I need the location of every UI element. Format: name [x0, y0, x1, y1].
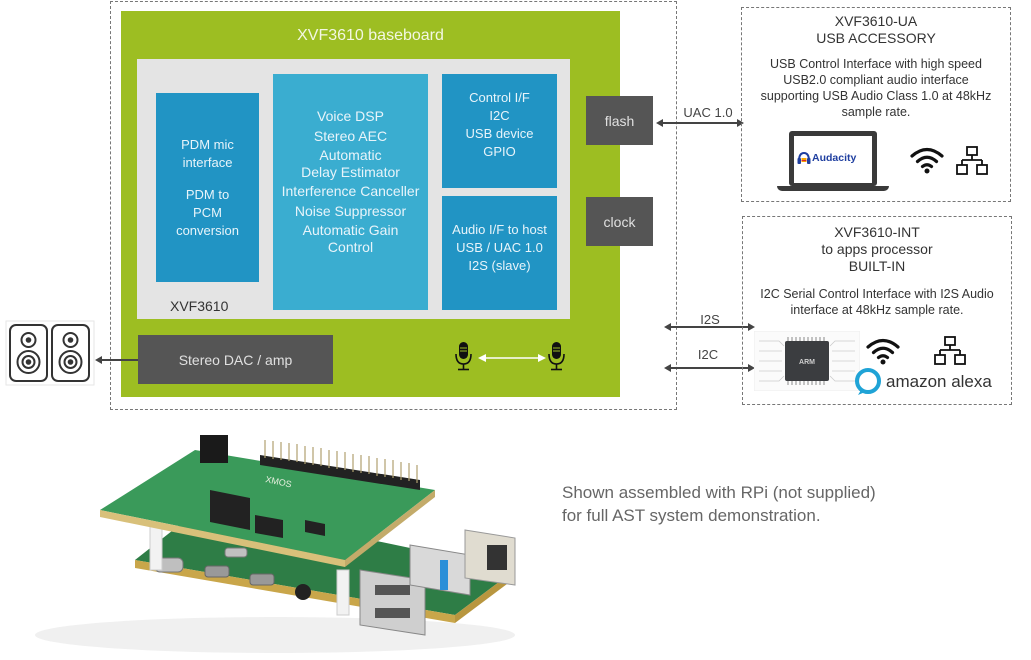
control-line: Control I/F [469, 90, 530, 105]
audacity-logo: Audacity [797, 152, 856, 164]
alexa-logo: amazon alexa [853, 367, 992, 397]
ua-desc-line: supporting USB Audio Class 1.0 at 48kHz [760, 89, 992, 103]
dsp-line: Automatic Gain [302, 222, 399, 238]
uac-arrowhead-right [737, 119, 744, 127]
board-photo: XMOS [35, 435, 516, 653]
ua-desc-line: sample rate. [841, 105, 911, 119]
network-icon [934, 336, 966, 365]
flash-label: flash [604, 112, 635, 129]
baseboard-title: XVF3610 baseboard [297, 27, 444, 44]
xvf3610-board: XMOS [100, 435, 435, 567]
i2s-label: I2S [700, 312, 720, 327]
stereo-dac-block: Stereo DAC / amp [138, 335, 333, 384]
int-subtitle-1: to apps processor [821, 241, 933, 257]
int-panel: XVF3610-INT to apps processor BUILT-IN I… [742, 216, 1012, 405]
pdm-line: interface [182, 154, 233, 170]
microphone-icon-right [548, 342, 565, 371]
audio-line: Audio I/F to host [452, 222, 547, 237]
microphone-icon-left [455, 342, 472, 371]
double-arrow-icon [478, 354, 546, 362]
caption-line: Shown assembled with RPi (not supplied) [562, 483, 876, 502]
audacity-label: Audacity [812, 152, 857, 164]
caption-line: for full AST system demonstration. [562, 506, 821, 525]
speaker-right [51, 324, 90, 382]
caption: Shown assembled with RPi (not supplied) … [562, 481, 876, 527]
arm-chip-icon: ARM [754, 331, 860, 391]
network-icon [956, 146, 988, 175]
int-desc-line: I2C Serial Control Interface with I2S Au… [760, 287, 994, 301]
i2s-line [668, 326, 748, 328]
clock-label: clock [603, 213, 636, 230]
dsp-line: Voice DSP [317, 108, 384, 124]
alexa-ring-icon [855, 368, 881, 395]
wifi-icon [910, 147, 944, 174]
dsp-line: Automatic [319, 147, 382, 163]
pdm-line: PDM mic [181, 136, 234, 152]
clock-block: clock [586, 197, 653, 246]
dsp-line: Delay Estimator [301, 163, 400, 180]
mic-array [455, 342, 565, 371]
dac-to-speaker-arrowhead [95, 356, 102, 364]
dsp-line: Control [327, 238, 374, 255]
pdm-line: PCM [193, 204, 222, 220]
int-title: XVF3610-INT [834, 224, 920, 240]
alexa-label: amazon alexa [886, 372, 992, 391]
wifi-icon [866, 338, 900, 365]
i2s-arrowhead-left [664, 323, 671, 331]
dsp-line: Interference Canceller [281, 183, 420, 199]
control-interface-block: Control I/F I2C USB device GPIO [442, 74, 557, 188]
uac-line [660, 122, 740, 124]
chip-label: XVF3610 [170, 298, 229, 314]
control-line: I2C [489, 108, 510, 123]
ua-desc-line: USB2.0 compliant audio interface [783, 73, 969, 87]
i2s-arrowhead-right [748, 323, 755, 331]
arm-label: ARM [799, 359, 815, 366]
headphones-icon [797, 152, 811, 164]
pdm-block: PDM mic interface PDM to PCM conversion [156, 93, 259, 282]
int-desc-line: interface at 48kHz sample rate. [790, 303, 964, 317]
dac-to-speaker-line [100, 359, 138, 361]
i2c-label: I2C [697, 347, 719, 362]
pdm-line: PDM to [185, 186, 230, 202]
speaker-left [9, 324, 48, 382]
uac-label: UAC 1.0 [683, 105, 733, 120]
ua-title: XVF3610-UA [834, 13, 918, 29]
audio-line: I2S (slave) [468, 258, 531, 273]
ua-panel: XVF3610-UA USB ACCESSORY USB Control Int… [741, 7, 1011, 202]
dsp-line: Stereo AEC [313, 127, 388, 144]
control-line: GPIO [483, 144, 516, 159]
dac-label: Stereo DAC / amp [178, 351, 293, 368]
voice-dsp-block: Voice DSP Stereo AEC Automatic Delay Est… [273, 74, 428, 310]
flash-block: flash [586, 96, 653, 145]
control-line: USB device [465, 126, 534, 141]
audio-line: USB / UAC 1.0 [456, 240, 543, 255]
ua-subtitle: USB ACCESSORY [816, 30, 936, 46]
pdm-line: conversion [176, 222, 239, 238]
uac-arrowhead-left [656, 119, 663, 127]
ua-desc-line: USB Control Interface with high speed [770, 57, 982, 71]
i2c-arrowhead-right [748, 364, 755, 372]
xvf3610-system-frame [110, 1, 677, 410]
speakers-icon [5, 320, 95, 386]
dsp-line: Noise Suppressor [294, 202, 407, 219]
i2c-arrowhead-left [664, 364, 671, 372]
i2c-line [668, 367, 748, 369]
laptop-icon: Audacity [777, 131, 889, 194]
audio-interface-block: Audio I/F to host USB / UAC 1.0 I2S (sla… [442, 196, 557, 310]
int-subtitle-2: BUILT-IN [848, 258, 906, 274]
